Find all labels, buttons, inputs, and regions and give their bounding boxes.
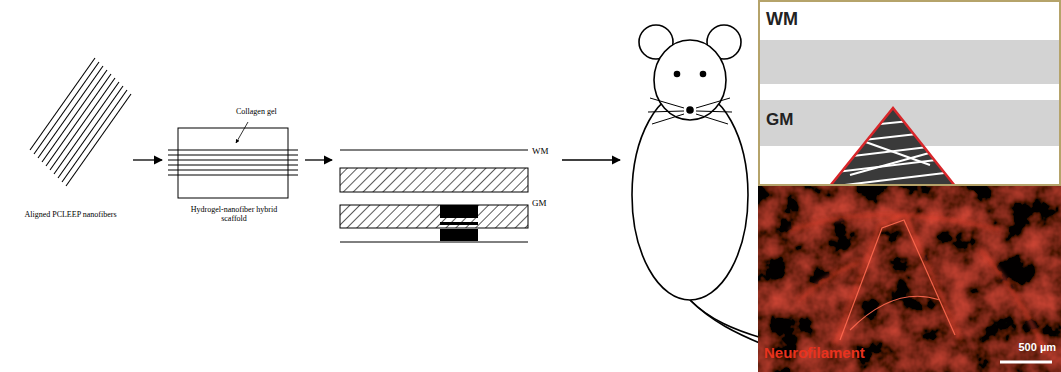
node-label: Collagen gel <box>236 107 296 116</box>
node-label: Hydrogel-nanofiber hybrid scaffold <box>188 205 280 223</box>
spinal-cord-node: WM GM <box>332 140 557 250</box>
nanofiber-node: Aligned PCLEEP nanofibers <box>8 50 133 225</box>
hybrid-scaffold <box>168 122 298 198</box>
spinal-cord-schematic <box>340 150 528 242</box>
scaffold-node: Collagen gelHydrogel-nanofiber hybrid sc… <box>162 100 305 235</box>
process-arrow <box>305 159 332 160</box>
node-label: GM <box>532 198 556 208</box>
node-label: WM <box>532 146 556 156</box>
fluorescence-image <box>758 186 1061 372</box>
node-label: Neurofilament <box>764 344 924 361</box>
arrow <box>562 159 620 160</box>
process-arrow <box>133 159 162 160</box>
node-label: GM <box>766 110 826 130</box>
fiber-bundle <box>30 58 131 186</box>
tissue-panel: WM GM <box>758 0 1061 186</box>
node-label: WM <box>766 9 826 30</box>
mouse-illustration <box>632 25 762 344</box>
tissue-schematic <box>758 0 1061 188</box>
fluorescence-panel: Neurofilament 500 µm <box>758 186 1061 372</box>
node-label: Aligned PCLEEP nanofibers <box>8 210 133 219</box>
node-label: 500 µm <box>994 341 1056 354</box>
